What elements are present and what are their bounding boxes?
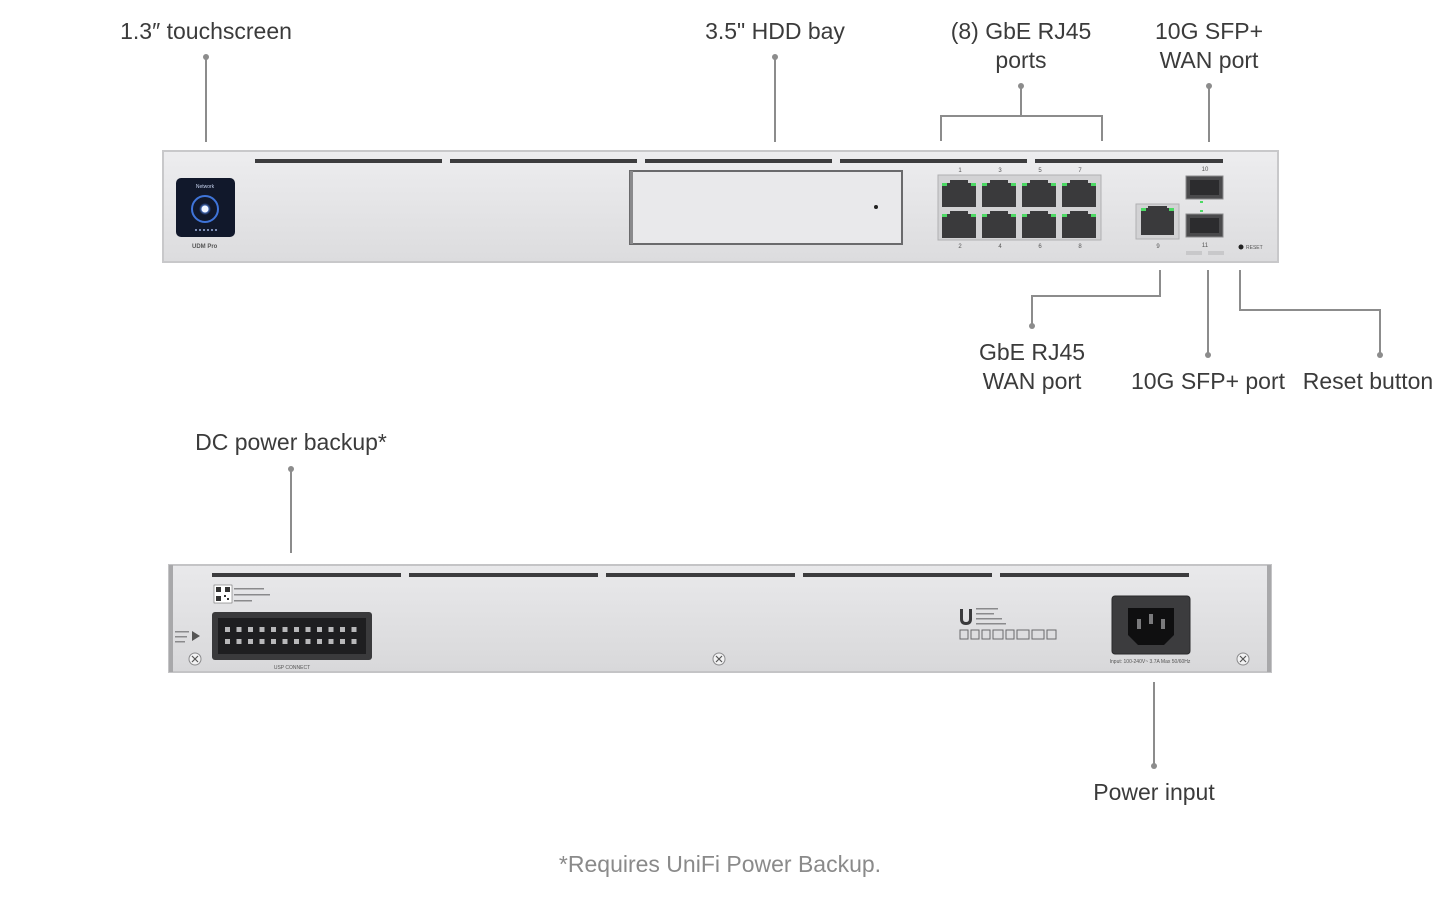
reset-text: RESET [1246,245,1263,251]
dc-pin [248,639,253,644]
screw-icon [188,652,202,666]
dc-power-connector[interactable] [212,612,372,660]
port-number-6: 6 [1038,244,1042,250]
dc-pin [225,627,230,632]
sfp-wan-label: 10G SFP+ WAN port [1129,17,1289,75]
port-number-7: 7 [1078,168,1082,174]
dc-pin [294,627,299,632]
port-numbers-top: 1 3 5 7 [958,168,1082,174]
reset-button-label: Reset button [1296,367,1440,396]
gbe-port-3[interactable] [982,180,1016,207]
sfp-wan-label-line2: WAN port [1159,47,1259,73]
power-input-label-text: Power input [1093,779,1215,805]
dc-pin [317,627,322,632]
dc-pin [225,639,230,644]
gbe-port-7[interactable] [1062,180,1096,207]
power-input-socket[interactable] [1111,595,1191,655]
footnote: *Requires UniFi Power Backup. [558,851,882,877]
sfp-number-10: 10 [1202,167,1209,173]
front-panel: Network UDM Pro 1 3 5 7 2 4 6 8 9 [162,150,1279,263]
label-text-block [976,608,1006,625]
gbe-ports-label-line1: (8) GbE RJ45 [950,18,1092,44]
dc-pin [236,639,242,644]
dc-pin [305,639,311,644]
touchscreen-label-text: 1.3″ touchscreen [120,18,292,44]
dc-pin [351,627,357,632]
hdd-bay-label: 3.5" HDD bay [675,17,875,46]
gbe-wan-label-line1: GbE RJ45 [978,339,1086,365]
screen-title: Network [196,184,215,190]
port-number-1: 1 [958,168,962,174]
sfp-wan-label-line1: 10G SFP+ [1154,18,1264,44]
dc-pin [317,639,322,644]
sfp-port-label-text: 10G SFP+ port [1130,368,1286,394]
gbe-wan-label: GbE RJ45 WAN port [952,338,1112,396]
dc-pin [282,627,288,632]
dc-power-label: DC power backup* [171,428,411,457]
sfp-number-11: 11 [1202,243,1209,249]
sfp-port-label: 10G SFP+ port [1118,367,1298,396]
gbe-port-1[interactable] [942,180,976,207]
qr-code [213,584,270,604]
gbe-wan-port[interactable] [1135,203,1180,240]
hdd-bay-label-text: 3.5" HDD bay [705,18,845,44]
touchscreen[interactable]: Network [176,178,235,237]
dc-pin [305,627,311,632]
reset-button[interactable] [1238,244,1244,250]
port-number-5: 5 [1038,168,1042,174]
dc-pin [271,639,276,644]
touchscreen-label: 1.3″ touchscreen [106,17,306,46]
screw-icon [712,652,726,666]
dc-pin [328,627,334,632]
gbe-port-4[interactable] [982,211,1016,238]
dc-pin [340,639,345,644]
port-number-4: 4 [998,244,1002,250]
port-numbers-bottom: 2 4 6 8 [958,244,1082,250]
reset-button-label-text: Reset button [1302,368,1434,394]
wan-port-number: 9 [1156,244,1160,250]
screw-icon [1236,652,1250,666]
port-number-3: 3 [998,168,1002,174]
model-label: UDM Pro [192,244,218,250]
certification-marks-icon [959,629,1057,640]
rear-panel: USP CONNECT [168,564,1272,673]
dc-pin [236,627,242,632]
gbe-port-2[interactable] [942,211,976,238]
dc-pin [340,627,345,632]
gbe-port-8[interactable] [1062,211,1096,238]
sfp-wan-port[interactable] [1185,175,1224,203]
ground-icon [192,631,200,641]
dc-pin [271,627,276,632]
port-number-2: 2 [958,244,962,250]
gbe-port-6[interactable] [1022,211,1056,238]
dc-pin [294,639,299,644]
ubiquiti-logo [960,609,972,625]
dc-pin [351,639,357,644]
gbe-port-5[interactable] [1022,180,1056,207]
power-rating-text: Input: 100-240V~ 3.7A Max 50/60Hz [1110,659,1191,665]
dc-connector-label: USP CONNECT [274,665,310,671]
port-number-8: 8 [1078,244,1082,250]
power-input-label: Power input [1064,778,1244,807]
dc-pin [259,639,265,644]
hdd-bay[interactable] [629,170,903,245]
gbe-ports-label: (8) GbE RJ45 ports [921,17,1121,75]
gbe-ports-label-line2: ports [995,47,1047,73]
dc-power-label-text: DC power backup* [195,429,387,455]
dc-pin [282,639,288,644]
sfp-port[interactable] [1185,210,1224,238]
dc-pin [328,639,334,644]
dc-pin [259,627,265,632]
dc-pin [248,627,253,632]
gbe-wan-label-line2: WAN port [982,368,1082,394]
